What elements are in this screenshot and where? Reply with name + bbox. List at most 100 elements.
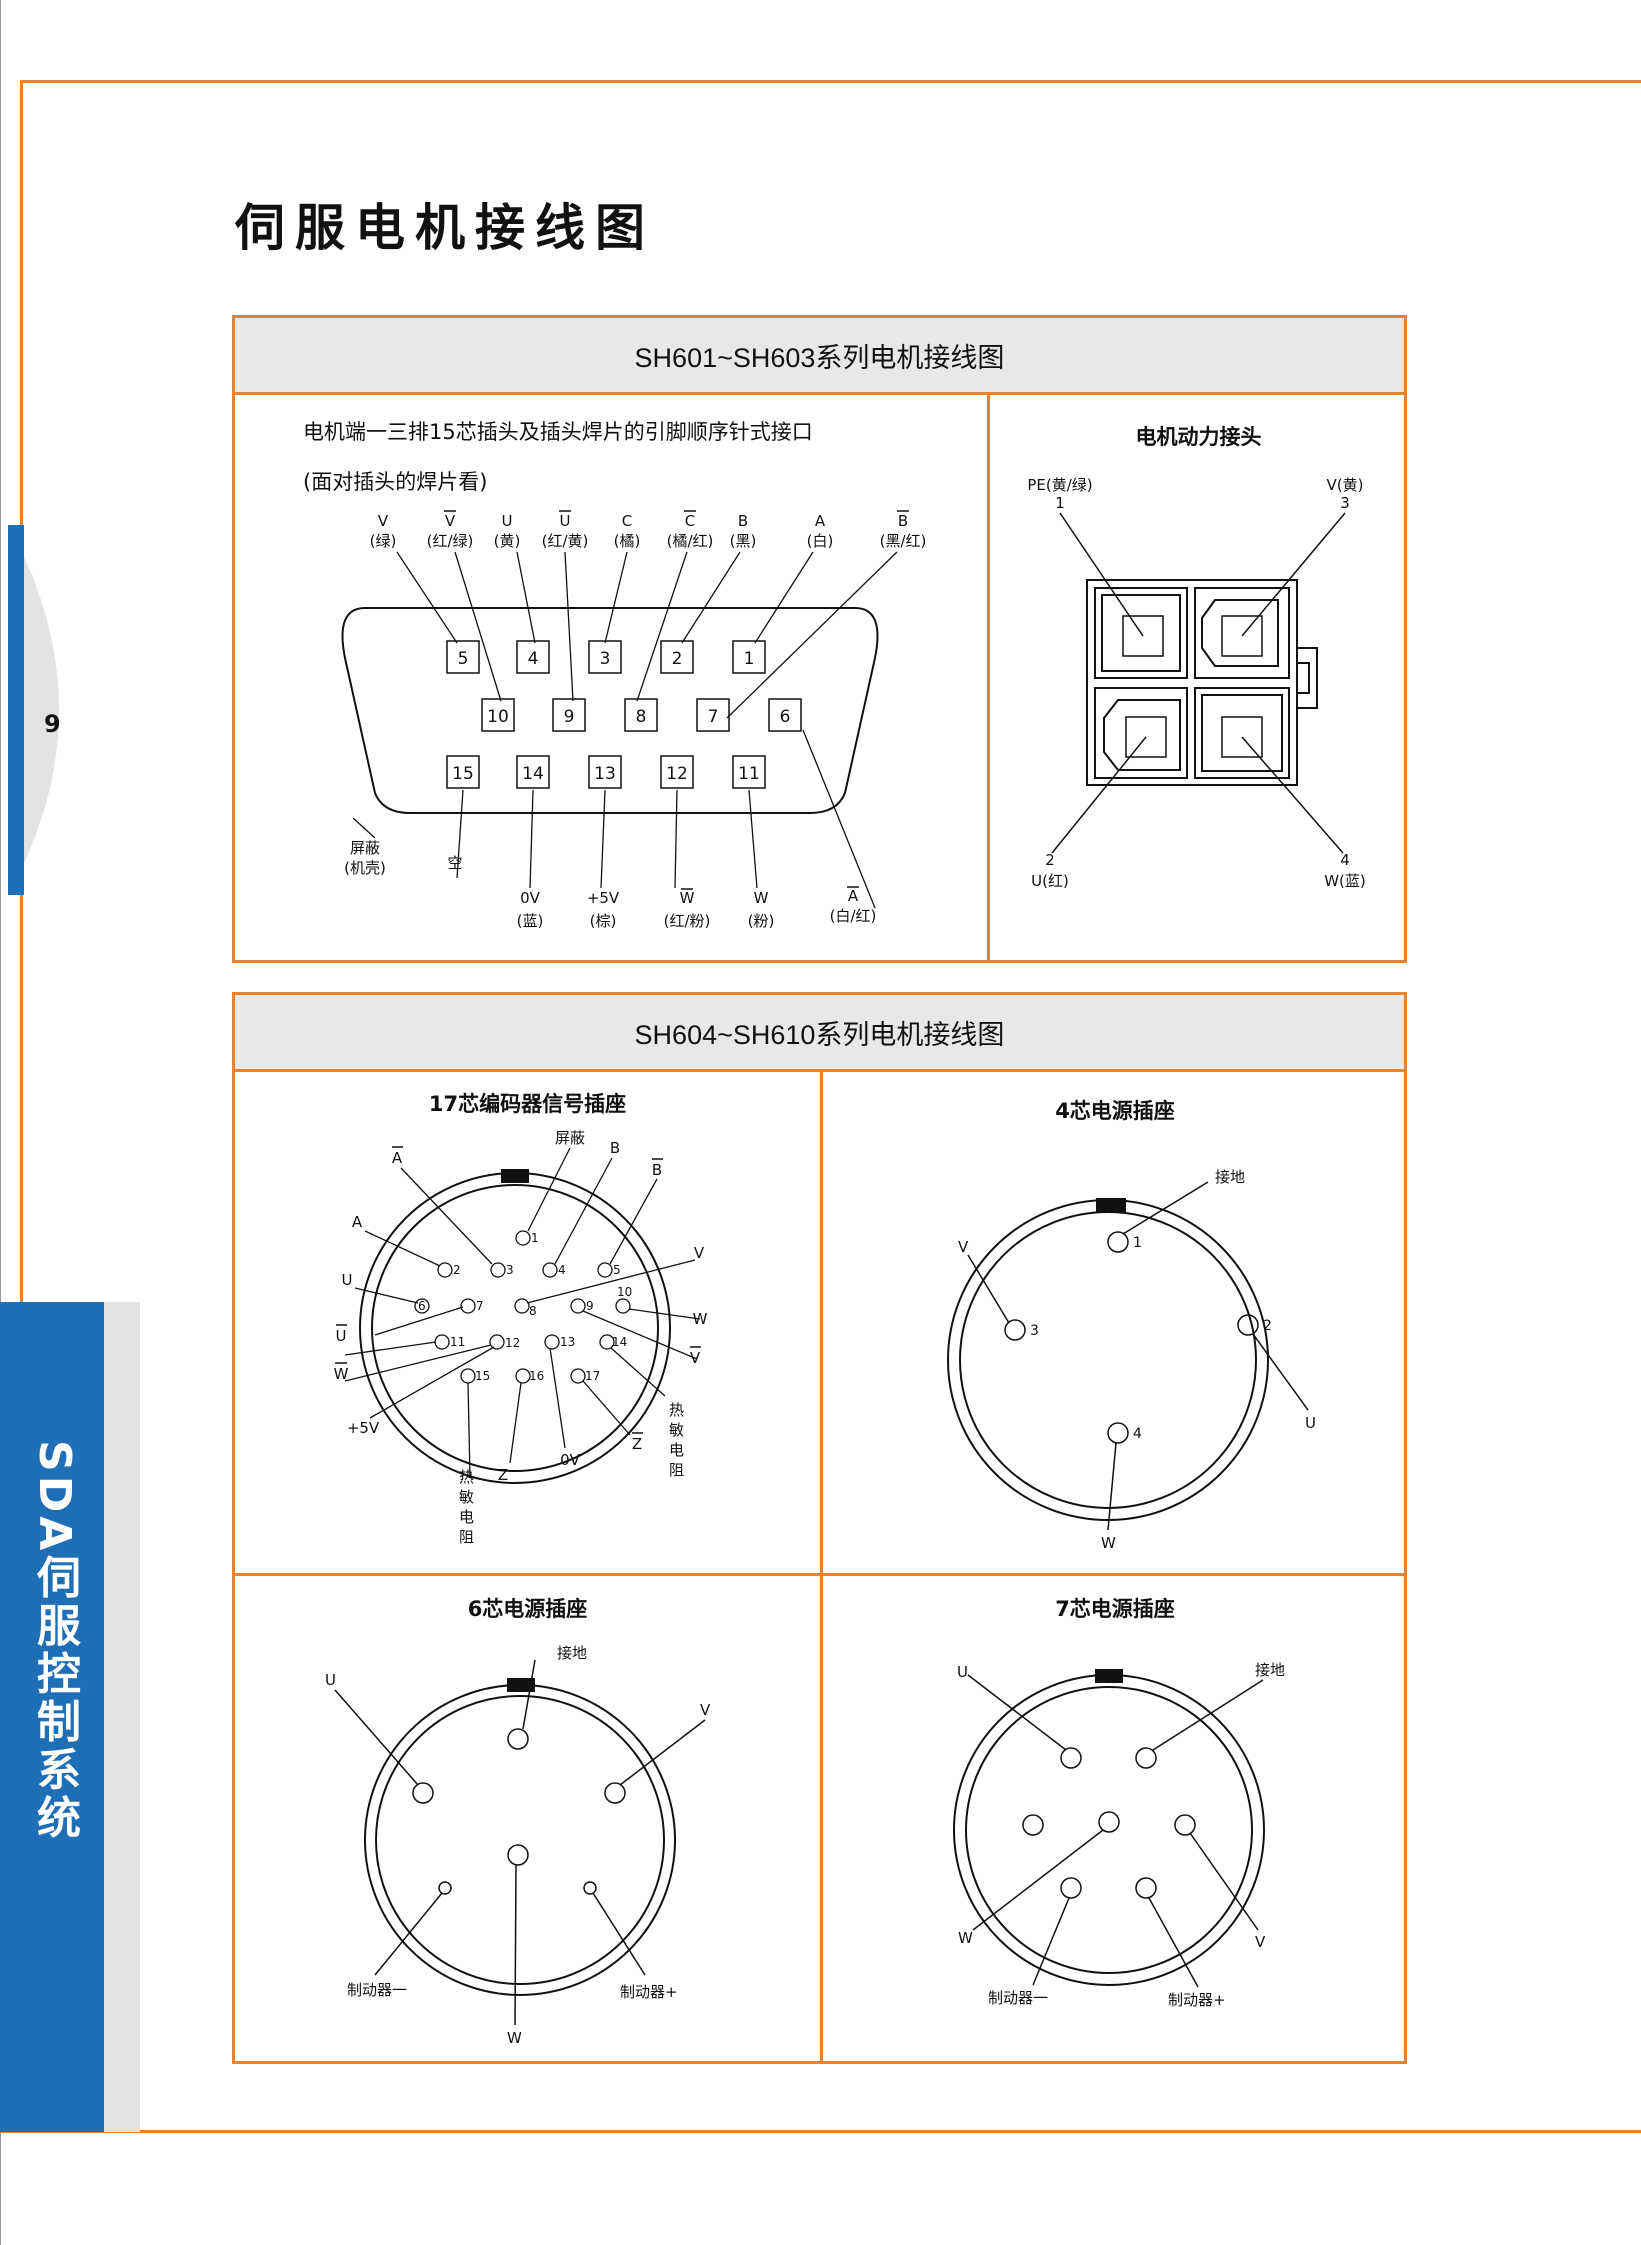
page-tab [8, 525, 59, 895]
pow6-brake-plus: 制动器+ [620, 1983, 678, 2001]
dsub-top-color: (黄) [494, 532, 521, 550]
enc-label-a: A [352, 1213, 363, 1231]
dsub-bottom-sig: W [754, 889, 769, 907]
enc-label-b-bar: B [652, 1161, 662, 1179]
pow4-u: U [1305, 1414, 1316, 1432]
dsub-pin: 7 [708, 707, 719, 727]
dsub-top-sig: C [685, 512, 695, 530]
enc-label-a-bar: A [392, 1149, 403, 1167]
pow4-v: V [958, 1238, 969, 1256]
power4-title: 4芯电源插座 [1055, 1099, 1175, 1123]
dsub-top-sig: V [445, 512, 456, 530]
enc-pin: 12 [505, 1336, 520, 1350]
enc-pin: 14 [612, 1335, 627, 1349]
left-rule [20, 80, 23, 2132]
pow6-w: W [507, 2029, 522, 2047]
panel-header: SH604~SH610系列电机接线图 [235, 995, 1404, 1072]
dsub-top-color: (黑/红) [880, 532, 927, 550]
dsub-pin: 6 [780, 707, 791, 727]
panel-header: SH601~SH603系列电机接线图 [235, 318, 1404, 395]
enc-label-u-bar: U [336, 1327, 347, 1345]
enc-pin: 15 [475, 1369, 490, 1383]
dsub-top-color: (红/黄) [542, 532, 589, 550]
dsub-pin: 15 [452, 764, 474, 784]
dsub-pin: 4 [528, 649, 539, 669]
dsub-pin: 14 [522, 764, 544, 784]
pow4-pin: 2 [1263, 1318, 1272, 1334]
v-label: V(黄) [1327, 476, 1364, 494]
dsub-bottom-color: (白/红) [830, 907, 877, 925]
encoder17-diagram: 1 2 3 4 5 6 7 8 9 10 11 12 13 14 15 16 1… [334, 1129, 708, 1484]
pow6-u: U [325, 1671, 336, 1689]
dsub-top-sig: A [815, 512, 826, 530]
dsub-bottom-color: (棕) [590, 912, 617, 930]
pe-label: PE(黄/绿) [1027, 476, 1092, 494]
pow7-v: V [1255, 1933, 1266, 1951]
dsub-leaders [352, 551, 898, 909]
side-label: SDA伺服控制系统 [29, 1440, 80, 1843]
dsub-top-sig: V [378, 512, 389, 530]
pow4-pin: 3 [1030, 1323, 1039, 1339]
enc-label-z-bar: Z [632, 1435, 642, 1453]
pow7-brake-plus: 制动器+ [1168, 1991, 1226, 2009]
dsub-pins [446, 640, 802, 789]
dsub-top-labels: V (绿) V (红/绿) U (黄) U (红/黄) C (橘) C (橘/红… [370, 510, 927, 550]
enc-pin: 5 [613, 1263, 621, 1277]
dsub-top-color: (白) [807, 532, 834, 550]
dsub-pin: 2 [672, 649, 683, 669]
power-connector-diagram: PE(黄/绿) 1 V(黄) 3 2 U(红) 4 W(蓝) [1027, 476, 1365, 890]
dsub-bottom-sig: W [680, 889, 695, 907]
enc-label-thermistor-1: 热敏电阻 [459, 1468, 475, 1546]
dsub-pin: 3 [600, 649, 611, 669]
power6-title: 6芯电源插座 [467, 1597, 588, 1621]
dsub-bottom-color: (蓝) [517, 912, 544, 930]
outer-border-line [0, 0, 1, 2245]
enc-pin: 16 [529, 1369, 544, 1383]
enc-label-5v: +5V [347, 1419, 380, 1437]
pow4-ground: 接地 [1215, 1168, 1245, 1186]
dsub-top-sig: B [738, 512, 748, 530]
dsub-pin: 1 [744, 649, 755, 669]
dsub-bottom-sig: 空 [447, 854, 462, 872]
enc-pin: 13 [560, 1335, 575, 1349]
panel-divider [987, 392, 990, 963]
dsub-pin: 8 [636, 707, 647, 727]
enc-label-z: Z [498, 1466, 508, 1484]
enc-pin: 7 [476, 1299, 484, 1313]
enc-pin: 3 [506, 1263, 514, 1277]
u-num: 2 [1045, 851, 1055, 869]
enc-pin: 4 [558, 1263, 566, 1277]
power6-diagram: 接地 U V 制动器一 制动器+ W [325, 1644, 711, 2047]
enc-label-0v: 0V [560, 1451, 581, 1469]
enc-label-b: B [610, 1139, 620, 1157]
bottom-rule [0, 2130, 1641, 2133]
enc-label-shield: 屏蔽 [555, 1129, 585, 1147]
power7-title: 7芯电源插座 [1055, 1597, 1175, 1621]
enc-pin: 17 [585, 1369, 600, 1383]
dsub-pin: 12 [666, 764, 688, 784]
dsub-desc-2: (面对插头的焊片看) [303, 470, 488, 494]
dsub-top-color: (橘) [614, 532, 641, 550]
enc-label-u: U [342, 1271, 353, 1289]
encoder17-title: 17芯编码器信号插座 [428, 1092, 627, 1116]
enc-pin: 2 [453, 1263, 461, 1277]
side-band-shadow [100, 1302, 140, 2132]
pow7-brake-minus: 制动器一 [988, 1989, 1048, 2007]
dsub-top-color: (黑) [730, 532, 757, 550]
pow7-w: W [958, 1929, 973, 1947]
dsub-bottom-color: (粉) [748, 912, 775, 930]
dsub-pin: 10 [487, 707, 509, 727]
pow6-v: V [700, 1701, 711, 1719]
pow6-ground: 接地 [557, 1644, 587, 1662]
dsub-pin: 5 [458, 649, 469, 669]
dsub-top-color: (红/绿) [427, 532, 474, 550]
panel-sh601-sh603: SH601~SH603系列电机接线图 电机端一三排15芯插头及插头焊片的引脚顺序… [232, 315, 1407, 963]
enc-label-v: V [694, 1244, 705, 1262]
dsub-top-sig: U [502, 512, 513, 530]
pe-num: 1 [1055, 494, 1065, 512]
pow4-pin: 1 [1133, 1235, 1142, 1251]
enc-pin: 10 [617, 1285, 632, 1299]
power7-diagram: U 接地 W V 制动器一 制动器+ [953, 1661, 1285, 2009]
dsub-pin: 13 [594, 764, 616, 784]
page-number: 9 [44, 710, 61, 738]
